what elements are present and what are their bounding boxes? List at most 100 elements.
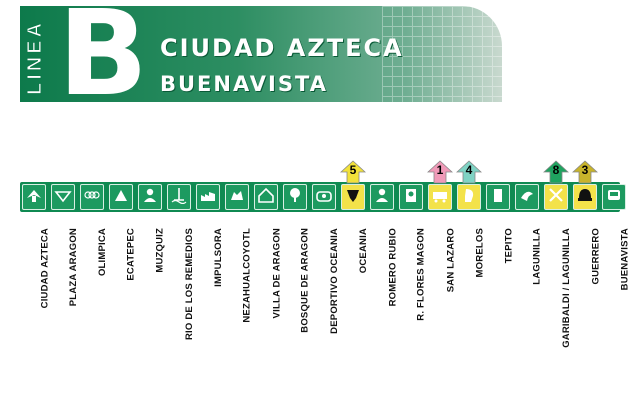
bird-icon (518, 186, 536, 209)
station-label: IMPULSORA (199, 224, 224, 374)
station-label-text: VILLA DE ARAGON (271, 228, 282, 319)
station-bosque-de-aragon[interactable] (283, 184, 307, 210)
station-label: MORELOS (460, 224, 485, 374)
station-label-text: OCEANIA (358, 228, 369, 274)
terminal-1: CIUDAD AZTECA (160, 34, 404, 62)
station-deportivo-oceania[interactable] (312, 184, 336, 210)
station-guerrero[interactable] (573, 184, 597, 210)
station-label-text: ROMERO RUBIO (387, 228, 398, 307)
eagle-icon (25, 186, 43, 209)
station-san-lazaro[interactable] (428, 184, 452, 210)
station-label-text: TEPITO (503, 228, 514, 264)
station-label-text: CIUDAD AZTECA (39, 228, 50, 309)
transfer-badge-line-1: 1 (426, 160, 454, 184)
transfer-badge-line-8: 8 (542, 160, 570, 184)
station-label: SAN LAZARO (431, 224, 456, 374)
transfer-badge-line-3: 3 (571, 160, 599, 184)
helmet-icon (576, 186, 594, 209)
transfer-badge-line-4: 4 (455, 160, 483, 184)
station-muzquiz[interactable] (138, 184, 162, 210)
profile-icon (460, 186, 478, 209)
station-label: PLAZA ARAGON (54, 224, 79, 374)
shoe-icon (489, 186, 507, 209)
transfer-line-number: 4 (465, 163, 473, 177)
transfer-badge-line-5: 5 (339, 160, 367, 184)
pyramid-icon (112, 186, 130, 209)
plaza-icon (54, 186, 72, 209)
station-label: MUZQUIZ (141, 224, 166, 374)
station-label-text: PLAZA ARAGON (68, 228, 79, 307)
station-label: BUENAVISTA (605, 224, 630, 374)
bust-icon (373, 186, 391, 209)
line-banner: LINEA B CIUDAD AZTECA BUENAVISTA (20, 6, 502, 102)
crossed-icon (547, 186, 565, 209)
station-label-text: NEZAHUALCOYOTL (242, 228, 253, 323)
station-label-text: MORELOS (474, 228, 485, 278)
transfer-arrow-icon (571, 160, 599, 184)
station-villa-de-aragon[interactable] (254, 184, 278, 210)
anchor-icon (344, 186, 362, 209)
station-label: GARIBALDI / LAGUNILLA (547, 224, 572, 374)
station-label: ROMERO RUBIO (373, 224, 398, 374)
station-label-text: IMPULSORA (213, 228, 224, 287)
station-label: CIUDAD AZTECA (25, 224, 50, 374)
bust-icon (141, 186, 159, 209)
station-ecatepec[interactable] (109, 184, 133, 210)
station-label: RIO DE LOS REMEDIOS (170, 224, 195, 374)
transfer-line-number: 8 (552, 163, 560, 177)
station-impulsora[interactable] (196, 184, 220, 210)
station-label-text: R. FLORES MAGON (416, 228, 427, 321)
transfer-line-number: 1 (436, 163, 444, 177)
station-tepito[interactable] (486, 184, 510, 210)
station-label-text: MUZQUIZ (155, 228, 166, 273)
station-label: TEPITO (489, 224, 514, 374)
station-label-text: OLIMPICA (97, 228, 108, 277)
station-label: NEZAHUALCOYOTL (228, 224, 253, 374)
station-label-text: ECATEPEC (126, 228, 137, 281)
train-station-icon (605, 186, 623, 209)
station-label-text: BOSQUE DE ARAGON (300, 228, 311, 333)
transfer-arrow-icon (426, 160, 454, 184)
station-ciudad-azteca[interactable] (22, 184, 46, 210)
train-icon (431, 186, 449, 209)
station-label: ECATEPEC (112, 224, 137, 374)
stadium-icon (315, 186, 333, 209)
station-romero-rubio[interactable] (370, 184, 394, 210)
transfer-arrow-icon (455, 160, 483, 184)
station-label-text: RIO DE LOS REMEDIOS (184, 228, 195, 341)
station-nezahualcoyotl[interactable] (225, 184, 249, 210)
station-label: OCEANIA (344, 224, 369, 374)
line-letter: B (58, 6, 148, 102)
station-label: BOSQUE DE ARAGON (286, 224, 311, 374)
station-olimpica[interactable] (80, 184, 104, 210)
portrait-icon (402, 186, 420, 209)
station-rio-de-los-remedios[interactable] (167, 184, 191, 210)
river-icon (170, 186, 188, 209)
station-label: R. FLORES MAGON (402, 224, 427, 374)
station-label: LAGUNILLA (518, 224, 543, 374)
station-plaza-aragon[interactable] (51, 184, 75, 210)
station-label: OLIMPICA (83, 224, 108, 374)
transfer-line-number: 3 (581, 163, 589, 177)
linea-label: LINEA (23, 19, 46, 95)
station-label-text: SAN LAZARO (445, 228, 456, 293)
station-label: GUERRERO (576, 224, 601, 374)
station-label-text: GARIBALDI / LAGUNILLA (561, 228, 572, 348)
station-garibaldi-lagunilla[interactable] (544, 184, 568, 210)
station-lagunilla[interactable] (515, 184, 539, 210)
station-label-text: BUENAVISTA (619, 228, 630, 291)
station-buenavista[interactable] (602, 184, 626, 210)
station-morelos[interactable] (457, 184, 481, 210)
coyote-icon (228, 186, 246, 209)
olympic-rings-icon (83, 186, 101, 209)
station-label: VILLA DE ARAGON (257, 224, 282, 374)
factory-icon (199, 186, 217, 209)
station-oceania[interactable] (341, 184, 365, 210)
transfer-line-number: 5 (349, 163, 357, 177)
station-label-text: DEPORTIVO OCEANIA (329, 228, 340, 334)
station-label: DEPORTIVO OCEANIA (315, 224, 340, 374)
banner-grid-pattern (382, 6, 502, 102)
transfer-arrow-icon (542, 160, 570, 184)
transfer-arrow-icon (339, 160, 367, 184)
station-r-flores-magon[interactable] (399, 184, 423, 210)
